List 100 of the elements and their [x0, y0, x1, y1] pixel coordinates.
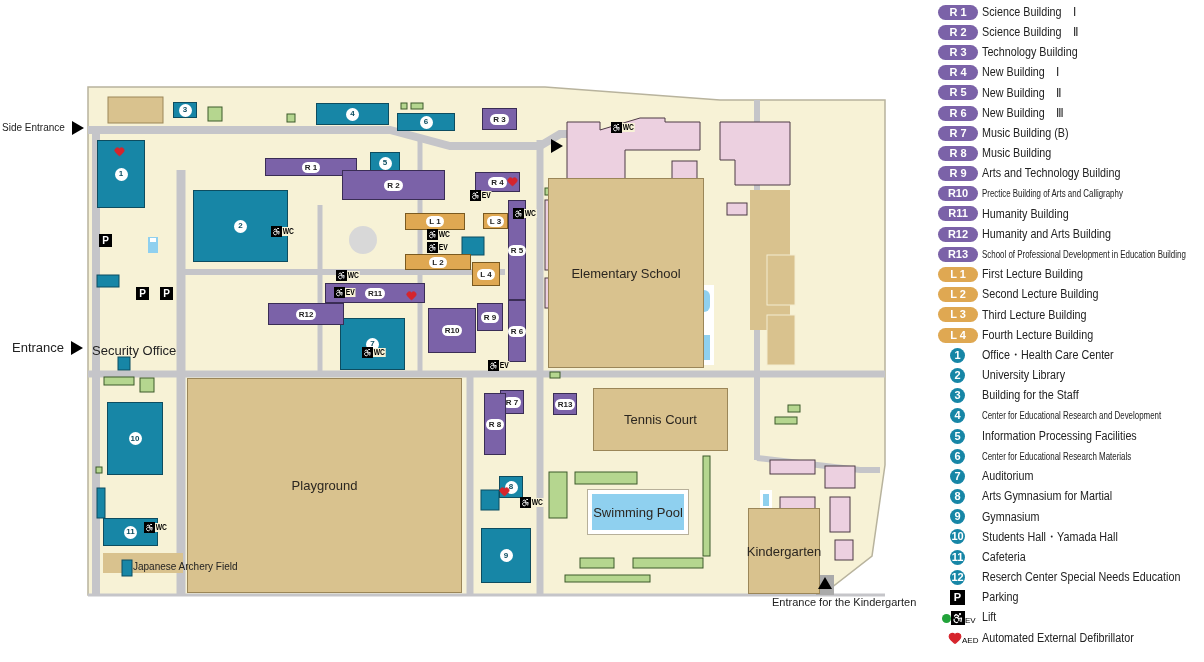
- facility-mark: WC: [524, 209, 537, 218]
- key-badge: R 4: [938, 65, 978, 81]
- ground-area: [748, 508, 820, 594]
- key-number: 5: [950, 428, 965, 444]
- legend-text: Arts Gymnasium for Martial: [982, 490, 1113, 503]
- building-code: R12: [295, 308, 317, 320]
- key-badge: R 1: [938, 4, 978, 20]
- key-badge: R11: [938, 206, 978, 222]
- legend-text: Humanity Building: [982, 207, 1069, 221]
- building-number: 10: [128, 432, 142, 445]
- building-number: 9: [499, 549, 513, 562]
- area-name: Playground: [291, 479, 358, 492]
- key-number: 7: [950, 468, 965, 484]
- legend-text: First Lecture Building: [982, 268, 1083, 281]
- building: [405, 213, 465, 230]
- key-number: 3: [950, 388, 965, 404]
- key-badge: R 6: [938, 105, 978, 121]
- building-number: 2: [234, 219, 247, 233]
- building: [97, 140, 145, 208]
- area-name: Tennis Court: [624, 413, 697, 426]
- building: [405, 254, 471, 270]
- legend-text: Office・Health Care Center: [982, 349, 1114, 362]
- building-number: 5: [378, 156, 392, 170]
- key-number: 12: [950, 569, 965, 585]
- building: [265, 158, 357, 176]
- key-badge: R 3: [938, 44, 978, 60]
- building-code: R 5: [507, 244, 527, 256]
- place-name: Side Entrance: [2, 123, 65, 133]
- ground-area: [593, 388, 728, 451]
- key-badge: R13: [938, 246, 978, 262]
- legend-text: Arts and Technology Building: [982, 167, 1121, 180]
- facility-mark: WC: [155, 523, 168, 532]
- legend-text: Parking: [982, 591, 1019, 604]
- legend-text: Music Building: [982, 147, 1052, 160]
- building: [508, 300, 526, 362]
- key-badge: R10: [938, 186, 978, 202]
- legend-text: Building for the Staff: [982, 389, 1079, 402]
- legend-text: Technology Building: [982, 46, 1078, 59]
- key-number: 1: [950, 347, 965, 363]
- building-code: R 9: [480, 311, 500, 323]
- facility-mark: EV: [499, 361, 510, 370]
- building-code: R10: [441, 325, 463, 336]
- key-number: 9: [950, 509, 965, 525]
- facility-mark: WC: [347, 271, 360, 280]
- building-code: L 2: [429, 256, 447, 268]
- legend-text: Fourth Lecture Building: [982, 328, 1094, 342]
- place-name: Entrance: [12, 341, 65, 354]
- legend-text: New Building Ⅲ: [982, 106, 1064, 120]
- facility-mark: EV: [481, 191, 492, 200]
- building-number: 6: [419, 115, 433, 129]
- legend-text: School of Professional Development in Education Building: [982, 248, 1186, 260]
- legend-text: Information Processing Facilities: [982, 429, 1137, 443]
- building-code: R13: [554, 398, 576, 410]
- key-badge: L 2: [938, 287, 978, 303]
- key-number: 2: [950, 367, 965, 383]
- parking-sign: P: [136, 287, 149, 300]
- key-badge: R 2: [938, 24, 978, 40]
- legend-text: University Library: [982, 369, 1066, 382]
- legend-text: Gymnasium: [982, 510, 1040, 524]
- legend-text: Prectice Building of Arts and Calligraphy: [982, 188, 1123, 200]
- legend-text: New Building Ⅰ: [982, 66, 1060, 79]
- place-name: Security Office: [92, 344, 177, 357]
- legend-text: Auditorium: [982, 470, 1034, 483]
- building: [475, 172, 520, 192]
- building: [553, 393, 577, 415]
- legend-text: Lift: [982, 611, 997, 624]
- legend-text: Humanity and Arts Building: [982, 227, 1112, 241]
- building: [397, 113, 455, 131]
- area-name: Elementary School: [571, 266, 681, 280]
- key-badge: R 8: [938, 145, 978, 161]
- building-code: R 6: [507, 325, 527, 337]
- building-code: R 8: [485, 418, 505, 430]
- building-code: L 3: [486, 215, 505, 227]
- building-code: R 2: [384, 179, 403, 191]
- legend-text: Reserch Center Special Needs Education: [982, 571, 1181, 584]
- building-number: 3: [178, 103, 192, 117]
- building: [472, 262, 500, 286]
- building-code: R 1: [301, 161, 321, 173]
- building-number: 4: [346, 107, 359, 121]
- legend-text: Center for Educational Research and Development: [982, 410, 1162, 422]
- parking-sign: P: [99, 234, 112, 247]
- building-code: R 4: [488, 176, 507, 188]
- building: [481, 528, 531, 583]
- legend-text: Third Lecture Building: [982, 308, 1087, 322]
- key-number: 6: [950, 448, 965, 464]
- key-number: 10: [950, 529, 965, 545]
- building: [316, 103, 389, 125]
- key-number: 4: [950, 408, 965, 424]
- legend-text: Students Hall・Yamada Hall: [982, 530, 1118, 544]
- facility-mark: WC: [373, 348, 386, 357]
- building: [268, 303, 344, 325]
- key-badge: L 1: [938, 267, 978, 283]
- key-badge: L 3: [938, 307, 978, 323]
- key-number: 8: [950, 489, 965, 505]
- key-badge: R 7: [938, 125, 978, 141]
- legend-text: Cafeteria: [982, 550, 1026, 564]
- legend-text: Science Building Ⅱ: [982, 26, 1078, 39]
- ground-area: [548, 178, 704, 368]
- legend-text: Science Building Ⅰ: [982, 5, 1077, 19]
- legend-text: New Building Ⅱ: [982, 86, 1062, 100]
